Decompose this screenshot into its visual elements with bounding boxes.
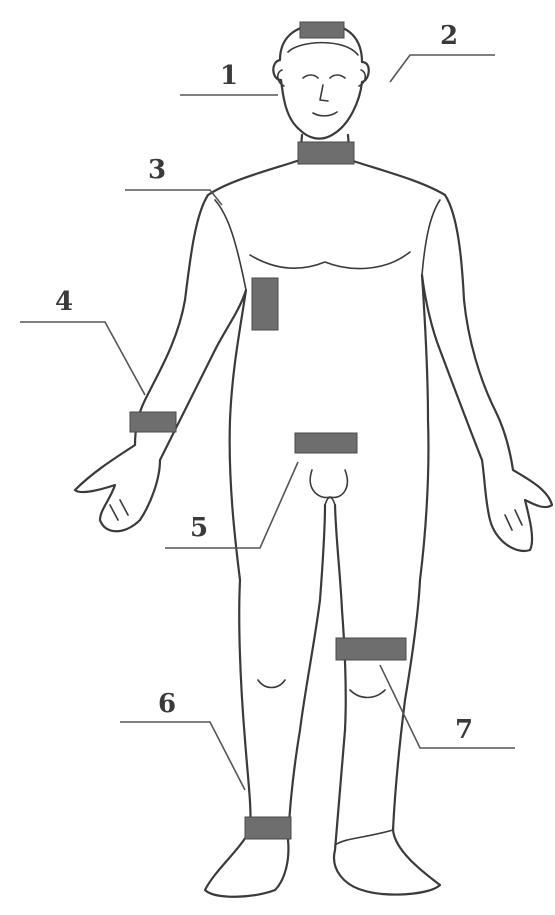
left-hand-fingers [110,500,128,520]
marker-wrist [130,412,176,432]
leader-lines [20,55,515,790]
leader-6 [120,722,245,790]
right-ankle-line [335,830,393,845]
right-armpit-line [422,200,440,275]
label-5: 5 [190,513,208,543]
left-knee-line [258,680,285,688]
right-ear [359,70,365,86]
mouth [313,112,337,116]
marker-chest-side [252,278,278,330]
label-2: 2 [440,21,458,51]
right-eye [330,75,345,78]
right-hand-fingers [505,510,522,530]
label-7: 7 [455,715,473,745]
labels: 1 2 3 4 5 6 7 [55,21,473,745]
left-armpit-line [215,200,246,290]
label-4: 4 [55,287,73,317]
right-knee-line [350,690,385,698]
groin-outline [310,470,347,498]
head-outline [273,24,368,139]
marker-neck [298,142,354,164]
hair-line [288,43,358,55]
label-6: 6 [158,689,176,719]
chest-line [250,252,410,269]
label-1: 1 [220,61,238,91]
marker-knee [336,638,406,660]
left-eye [303,75,318,78]
marker-ankle [245,817,291,839]
nose [320,85,328,101]
marker-head [300,22,344,38]
left-ear [278,70,284,86]
marker-groin [295,433,357,453]
leader-2 [390,55,495,82]
label-3: 3 [148,155,166,185]
crotch-line [325,498,335,506]
leader-4 [20,322,145,395]
right-side-outline [334,135,552,895]
